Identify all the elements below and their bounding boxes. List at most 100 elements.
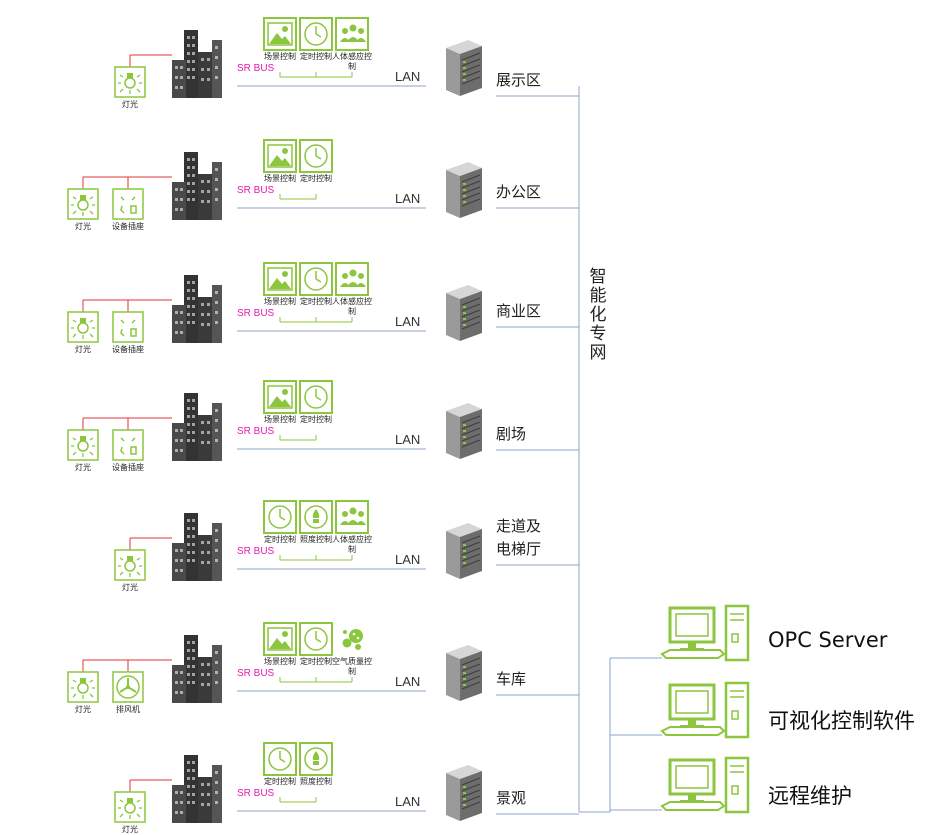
desktop-computer-icon (660, 604, 750, 662)
workstation-label: OPC Server (768, 628, 888, 652)
city-building-icon (172, 755, 222, 823)
lan-label: LAN (395, 69, 421, 84)
sr-bus-label: SR BUS (237, 426, 275, 437)
device-label-socket: 设备插座 (112, 345, 144, 354)
device-label-light: 灯光 (75, 705, 91, 714)
city-building-icon (172, 275, 222, 343)
control-label-illuminance-control: 照度控制 (300, 535, 332, 544)
illuminance-control-icon (299, 500, 333, 534)
device-label-light: 灯光 (75, 345, 91, 354)
server-rack-icon (445, 644, 483, 702)
control-label-motion-sensor-control: 人体感应控制 (332, 297, 372, 316)
city-building-icon (172, 152, 222, 220)
motion-sensor-control-icon (335, 500, 369, 534)
control-label-illuminance-control: 照度控制 (300, 777, 332, 786)
sr-bus-label: SR BUS (237, 546, 275, 557)
server-rack-icon (445, 522, 483, 580)
control-label-motion-sensor-control: 人体感应控制 (332, 535, 372, 554)
device-label-light: 灯光 (75, 222, 91, 231)
lan-label: LAN (395, 314, 421, 329)
device-label-light: 灯光 (122, 583, 138, 592)
light-icon (67, 311, 99, 343)
workstations (610, 604, 750, 814)
timer-control-icon (299, 17, 333, 51)
network-lines (578, 86, 611, 813)
control-label-timer-control: 定时控制 (264, 777, 296, 786)
light-icon (114, 791, 146, 823)
air-quality-control-icon (335, 622, 369, 656)
city-building-icon (172, 393, 222, 461)
light-icon (114, 66, 146, 98)
zone-label: 商业区 (496, 302, 542, 320)
zone-label: 剧场 (496, 425, 527, 443)
device-label-light: 灯光 (122, 825, 138, 834)
zone-row (114, 17, 579, 98)
server-rack-icon (445, 161, 483, 219)
lan-label: LAN (395, 432, 421, 447)
control-label-scene-control: 场景控制 (264, 297, 296, 306)
device-label-socket: 设备插座 (112, 222, 144, 231)
socket-icon (112, 311, 144, 343)
control-label-scene-control: 场景控制 (264, 174, 296, 183)
motion-sensor-control-icon (335, 17, 369, 51)
lan-label: LAN (395, 191, 421, 206)
socket-icon (112, 188, 144, 220)
illuminance-control-icon (299, 742, 333, 776)
city-building-icon (172, 513, 222, 581)
control-label-motion-sensor-control: 人体感应控制 (332, 52, 372, 71)
zone-row (67, 622, 579, 703)
workstation-label: 可视化控制软件 (768, 709, 915, 733)
socket-icon (112, 429, 144, 461)
sr-bus-label: SR BUS (237, 308, 275, 319)
device-label-light: 灯光 (122, 100, 138, 109)
device-label-exhaust-fan: 排风机 (116, 705, 140, 714)
control-label-timer-control: 定时控制 (300, 297, 332, 306)
light-icon (67, 188, 99, 220)
scene-control-icon (263, 380, 297, 414)
city-building-icon (172, 30, 222, 98)
sr-bus-label: SR BUS (237, 668, 275, 679)
control-label-timer-control: 定时控制 (300, 174, 332, 183)
control-label-timer-control: 定时控制 (300, 415, 332, 424)
zone-row (114, 500, 579, 581)
workstation-label: 远程维护 (768, 784, 852, 808)
server-rack-icon (445, 284, 483, 342)
control-label-scene-control: 场景控制 (264, 415, 296, 424)
timer-control-icon (299, 139, 333, 173)
timer-control-icon (263, 500, 297, 534)
sr-bus-label: SR BUS (237, 63, 275, 74)
zone-rows (67, 17, 579, 823)
lan-label: LAN (395, 674, 421, 689)
zone-row (114, 742, 579, 823)
zone-label: 走道及电梯厅 (496, 517, 542, 558)
zone-label: 办公区 (496, 183, 542, 201)
city-building-icon (172, 635, 222, 703)
zone-label: 展示区 (496, 71, 542, 89)
light-icon (114, 549, 146, 581)
zone-row (67, 262, 579, 343)
sr-bus-label: SR BUS (237, 185, 275, 196)
sr-bus-label: SR BUS (237, 788, 275, 799)
lan-label: LAN (395, 552, 421, 567)
timer-control-icon (263, 742, 297, 776)
intelligent-network-label: 智能化专网 (589, 267, 607, 363)
control-label-timer-control: 定时控制 (300, 657, 332, 666)
desktop-computer-icon (660, 681, 750, 739)
zone-row (67, 139, 579, 220)
control-label-scene-control: 场景控制 (264, 657, 296, 666)
control-label-air-quality-control: 空气质量控制 (332, 657, 372, 676)
zone-label: 景观 (496, 789, 527, 807)
motion-sensor-control-icon (335, 262, 369, 296)
scene-control-icon (263, 622, 297, 656)
server-rack-icon (445, 39, 483, 97)
zone-label: 车库 (496, 670, 527, 688)
server-rack-icon (445, 402, 483, 460)
scene-control-icon (263, 139, 297, 173)
desktop-computer-icon (660, 756, 750, 814)
exhaust-fan-icon (112, 671, 144, 703)
server-rack-icon (445, 764, 483, 822)
control-label-timer-control: 定时控制 (300, 52, 332, 61)
lan-label: LAN (395, 794, 421, 809)
light-icon (67, 429, 99, 461)
